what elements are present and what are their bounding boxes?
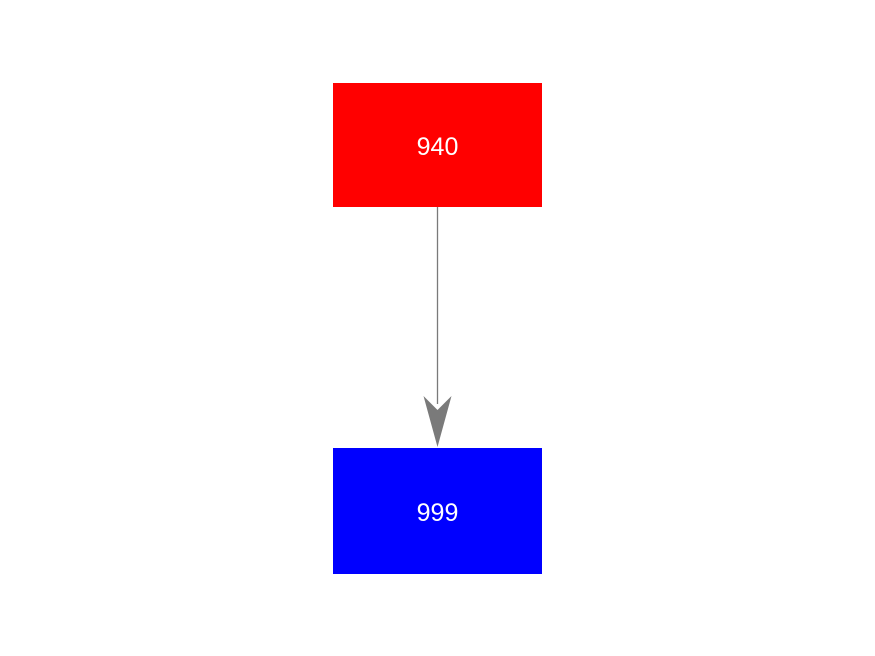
node-999[interactable] [333,448,542,574]
node-940[interactable] [333,83,542,207]
node-999-label: 999 [417,499,459,527]
arrowhead-down-icon [423,396,452,447]
node-940-label: 940 [417,133,459,161]
